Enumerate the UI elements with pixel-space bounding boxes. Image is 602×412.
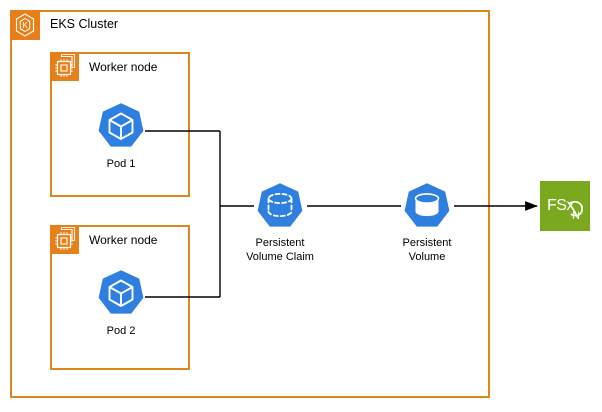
- worker-node-1-container: [50, 52, 190, 197]
- worker-node-cpu-icon: [50, 52, 79, 81]
- worker-node-2-label: Worker node: [89, 233, 158, 247]
- svg-text:FSx: FSx: [547, 197, 574, 214]
- pvc-label-line1: Persistent: [255, 237, 305, 249]
- pvc-label-line2: Volume Claim: [246, 250, 314, 263]
- worker-node-1-label: Worker node: [89, 60, 158, 74]
- eks-cluster-label: EKS Cluster: [50, 17, 119, 31]
- pod-1-label: Pod 1: [106, 158, 136, 170]
- persistent-volume-icon: [401, 180, 453, 232]
- persistent-volume-claim-icon: [254, 180, 306, 232]
- pvc-label: Persistent Volume Claim: [246, 237, 314, 264]
- svg-text:N: N: [572, 210, 580, 222]
- fsx-netapp-ontap-icon[interactable]: FSx N: [540, 181, 590, 231]
- worker-node-cpu-icon: [50, 225, 79, 254]
- kubernetes-pod-icon: [95, 267, 147, 319]
- pv-label: Persistent Volume: [403, 237, 452, 264]
- pod-2-label: Pod 2: [106, 325, 136, 337]
- eks-cluster-icon: K: [10, 10, 40, 40]
- svg-text:K: K: [22, 21, 28, 30]
- kubernetes-pod-icon: [95, 100, 147, 152]
- pv-label-line2: Volume: [408, 250, 446, 263]
- pv-label-line1: Persistent: [402, 237, 452, 249]
- eks-cluster-container: [10, 10, 490, 398]
